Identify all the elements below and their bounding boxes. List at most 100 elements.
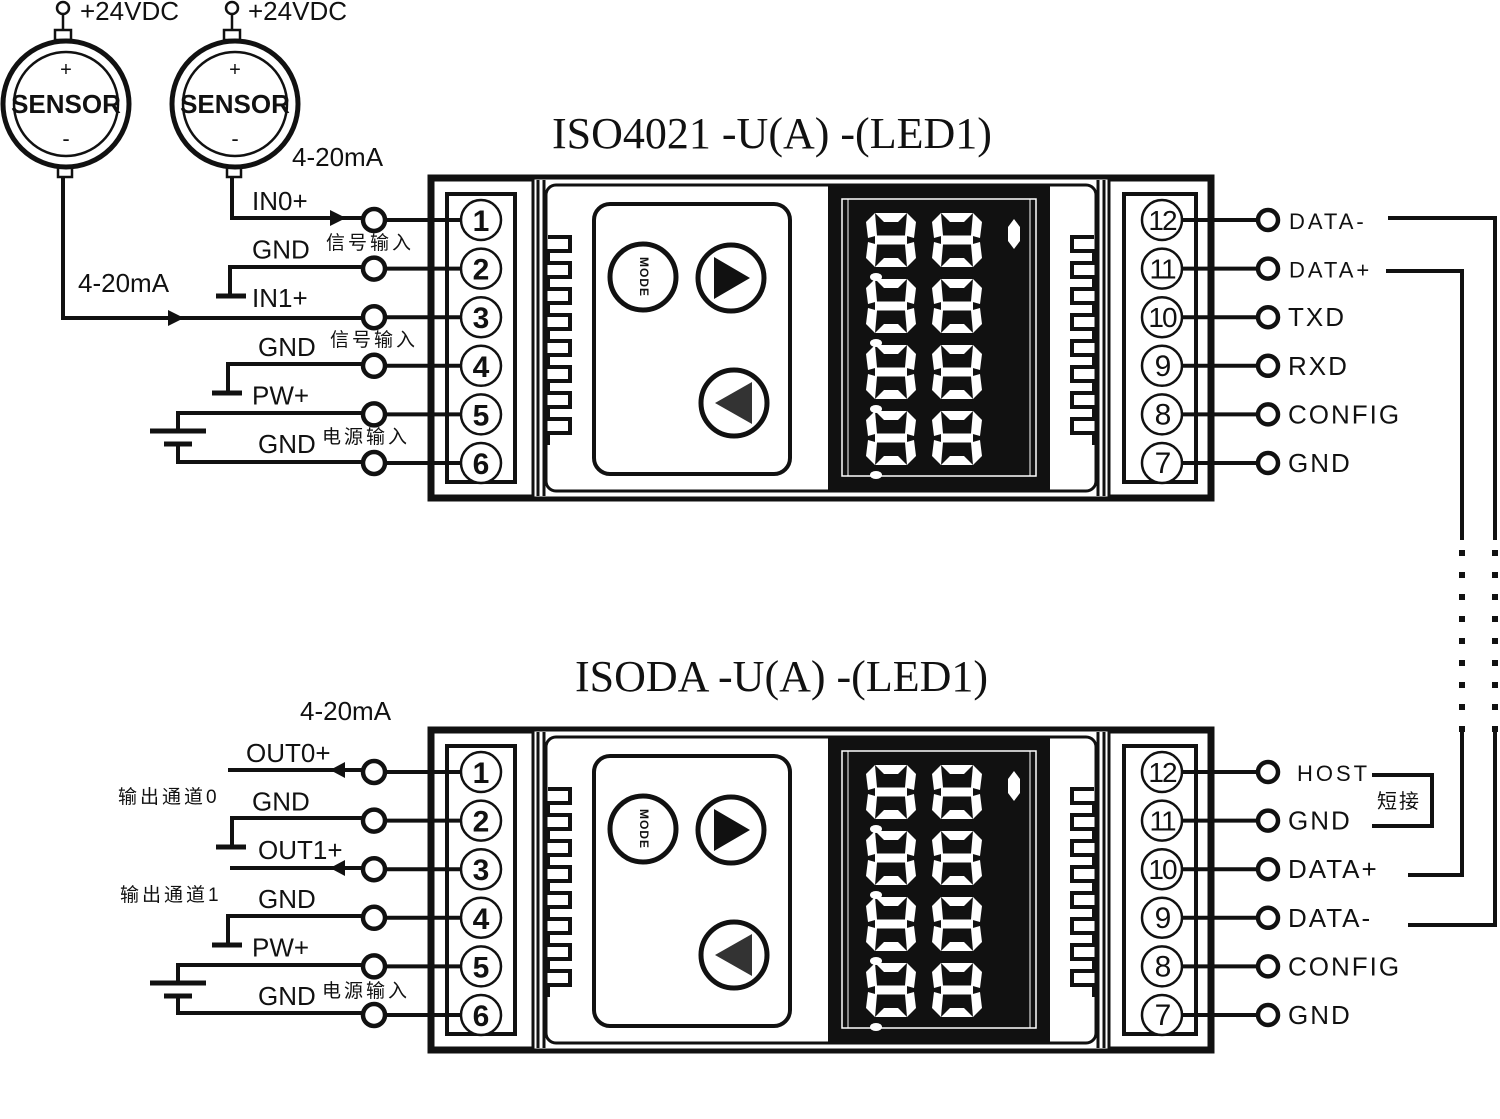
screw-terminal[interactable]	[1255, 450, 1281, 476]
screw-terminal[interactable]	[1255, 759, 1281, 785]
pin-number: 10	[1148, 854, 1177, 885]
pin-number-badge	[1140, 247, 1184, 290]
range-label: 4-20mA	[78, 268, 170, 298]
pin-number-badge	[1140, 847, 1184, 891]
screw-terminal[interactable]	[360, 1001, 388, 1029]
screw-terminal[interactable]	[360, 855, 388, 883]
sensor-name: SENSOR	[11, 89, 121, 119]
screw-terminal[interactable]	[1255, 304, 1281, 330]
next-button[interactable]	[695, 794, 767, 866]
screw-terminal[interactable]	[1255, 353, 1281, 379]
seven-segment-digit	[866, 345, 916, 399]
module-1-left-wiring: 输出通道0 输出通道1 电源输入	[118, 762, 407, 1015]
screw-terminal[interactable]	[360, 904, 388, 932]
pin-number-badge	[459, 799, 503, 842]
prev-button[interactable]	[698, 919, 770, 991]
pin-number: 7	[1155, 999, 1171, 1032]
pin-number: 11	[1149, 254, 1175, 285]
heatsink-comb	[1070, 235, 1096, 445]
pin-number: 2	[473, 254, 490, 287]
screw-terminal[interactable]	[360, 758, 388, 786]
screw-terminal[interactable]	[360, 953, 388, 980]
dotted-segment	[1492, 660, 1498, 666]
screw-terminal[interactable]	[360, 255, 388, 282]
note-signal-input: 信号输入	[326, 232, 414, 254]
arrow-icon	[330, 762, 345, 778]
pin-number: 4	[473, 903, 490, 936]
pin-number: 11	[1149, 806, 1175, 837]
mode-button[interactable]: MODE	[607, 793, 679, 865]
dotted-segment	[1492, 594, 1498, 600]
pin-label: DATA+	[1289, 258, 1372, 283]
pin-number-badge	[1140, 945, 1184, 988]
jumper-wire	[1372, 773, 1434, 828]
next-button[interactable]	[695, 242, 767, 314]
pin-number-badge	[459, 393, 503, 436]
dotted-segment	[1459, 726, 1465, 732]
screw-terminal[interactable]	[1255, 1002, 1281, 1028]
screw-terminal[interactable]	[360, 807, 388, 834]
led-display	[828, 185, 1050, 490]
arrow-icon	[330, 210, 346, 226]
left-pin-5: 5PW+	[252, 932, 503, 988]
screw-terminal[interactable]	[360, 401, 388, 428]
play-right-icon	[714, 809, 750, 851]
module-title: ISODA -U(A) -(LED1)	[575, 652, 988, 701]
pin-label: HOST	[1297, 761, 1370, 786]
seven-segment-digit	[932, 897, 982, 951]
supply-terminal-icon	[55, 0, 71, 16]
pin-number: 3	[473, 302, 490, 335]
pin-number: 4	[473, 351, 490, 384]
pin-label: GND	[258, 429, 316, 459]
pin-label: GND	[1288, 1000, 1352, 1030]
dotted-segment	[1459, 704, 1465, 710]
pin-label: OUT0+	[246, 738, 331, 768]
prev-button[interactable]	[698, 367, 770, 439]
arrow-icon	[330, 860, 345, 876]
screw-terminal[interactable]	[1255, 402, 1281, 427]
pin-number: 12	[1148, 205, 1177, 236]
wire-in0	[230, 177, 362, 220]
mode-button[interactable]: MODE	[607, 241, 679, 313]
rs485-link: 短接	[1372, 216, 1498, 927]
seven-segment-digit	[866, 831, 916, 885]
play-left-icon	[715, 382, 752, 424]
dotted-segment	[1459, 682, 1465, 688]
pin-number: 9	[1155, 902, 1171, 935]
screw-terminal[interactable]	[1255, 808, 1281, 833]
screw-terminal[interactable]	[1255, 905, 1281, 931]
sensor-name: SENSOR	[180, 89, 290, 119]
screw-terminal[interactable]	[360, 303, 388, 331]
pin-label: GND	[252, 787, 310, 817]
screw-terminal[interactable]	[360, 352, 388, 380]
pin-label: IN0+	[252, 186, 308, 216]
dotted-segment	[1492, 682, 1498, 688]
seven-segment-digit	[932, 345, 982, 399]
heatsink-comb	[546, 787, 572, 997]
seven-segment-digit	[932, 765, 982, 819]
pin-number-badge	[1140, 198, 1184, 242]
dotted-segment	[1492, 638, 1498, 644]
range-label: 4-20mA	[300, 696, 392, 726]
dotted-segment	[1459, 638, 1465, 644]
screw-terminal[interactable]	[360, 206, 388, 234]
screw-terminal[interactable]	[360, 449, 388, 477]
pin-label: GND	[1288, 448, 1352, 478]
screw-terminal[interactable]	[1255, 256, 1281, 281]
pin-number-badge	[459, 847, 503, 891]
screw-terminal[interactable]	[1255, 856, 1281, 882]
sensor-1: +24VDC + SENSOR -	[169, 0, 347, 179]
pin-number: 8	[1155, 398, 1171, 431]
pin-number-badge	[1140, 750, 1184, 794]
screw-terminal[interactable]	[1255, 954, 1281, 979]
pin-number: 3	[473, 854, 490, 887]
screw-terminal[interactable]	[1255, 207, 1281, 233]
decimal-point	[870, 471, 882, 479]
